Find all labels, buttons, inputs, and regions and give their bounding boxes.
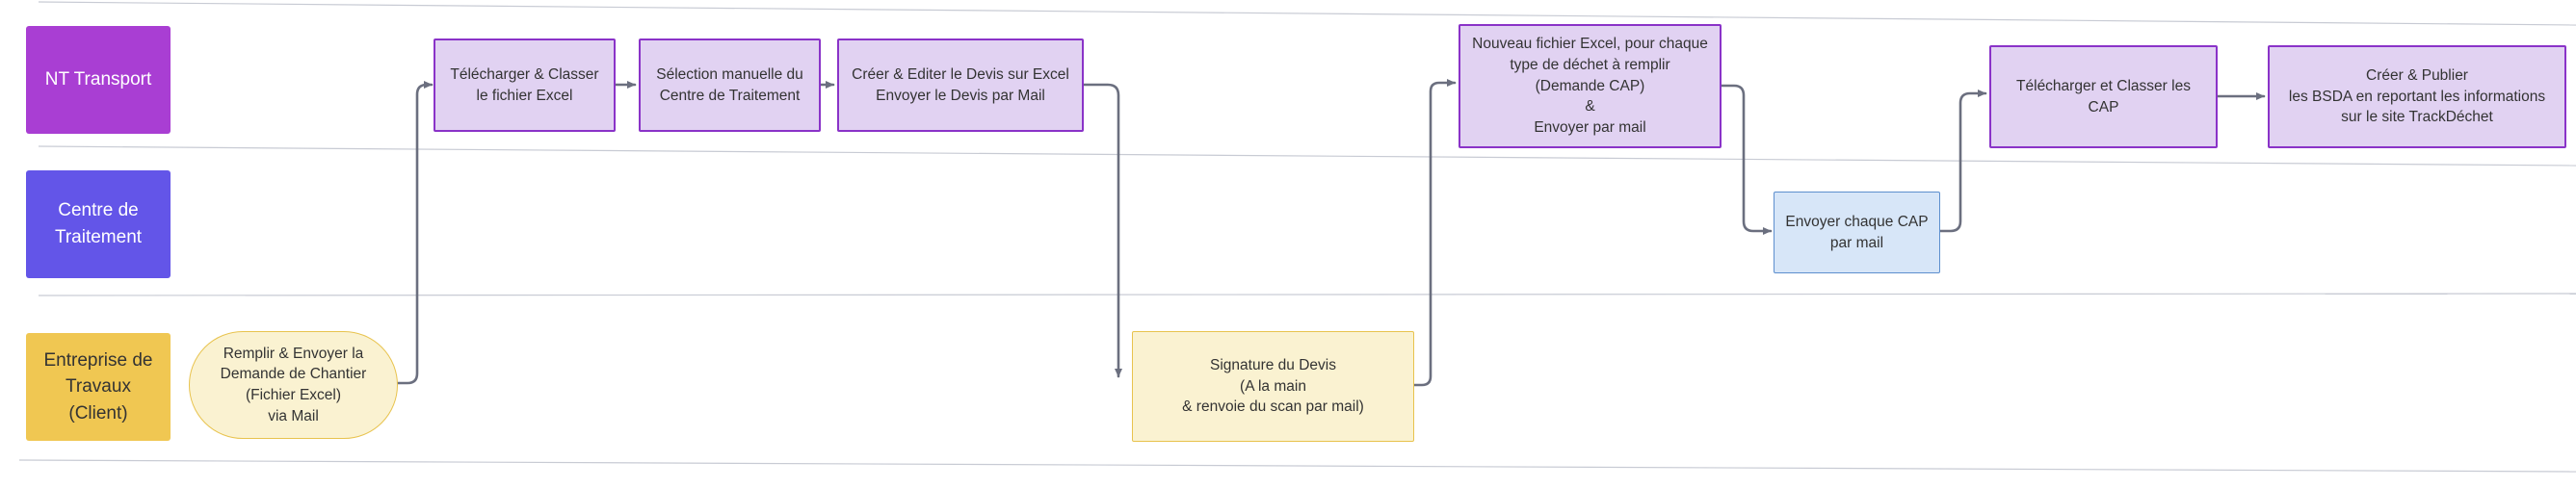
connector-demande-to-telecharger [396, 81, 434, 385]
connector-signature-to-nouveau [1412, 79, 1457, 387]
connector-devis-to-signature [1082, 83, 1122, 378]
lane-divider-centre-client [38, 293, 2576, 296]
lane-label-entreprise-de-travaux: Entreprise de Travaux (Client) [26, 333, 171, 441]
node-envoyer-chaque-cap[interactable]: Envoyer chaque CAP par mail [1774, 192, 1940, 273]
connector-envoyer-cap-to-telecharger-cap [1938, 90, 1987, 233]
node-telecharger-classer-cap[interactable]: Télécharger et Classer les CAP [1989, 45, 2218, 148]
node-nouveau-fichier-excel-cap[interactable]: Nouveau fichier Excel, pour chaque type … [1459, 24, 1722, 148]
connector-nouveau-to-envoyer-cap [1720, 84, 1773, 235]
node-remplir-envoyer-demande[interactable]: Remplir & Envoyer la Demande de Chantier… [189, 331, 398, 439]
lane-divider-bottom [18, 459, 2576, 473]
lane-divider-top [38, 1, 2576, 26]
node-creer-publier-bsda[interactable]: Créer & Publier les BSDA en reportant le… [2268, 45, 2566, 148]
lane-label-nt-transport: NT Transport [26, 26, 171, 134]
lane-divider-transport-centre [38, 145, 2576, 167]
node-signature-devis[interactable]: Signature du Devis (A la main & renvoie … [1132, 331, 1414, 442]
node-telecharger-classer-excel[interactable]: Télécharger & Classer le fichier Excel [434, 39, 616, 132]
node-selection-centre-traitement[interactable]: Sélection manuelle du Centre de Traiteme… [639, 39, 821, 132]
lane-label-centre-de-traitement: Centre de Traitement [26, 170, 171, 278]
node-creer-editer-devis[interactable]: Créer & Editer le Devis sur Excel Envoye… [837, 39, 1084, 132]
